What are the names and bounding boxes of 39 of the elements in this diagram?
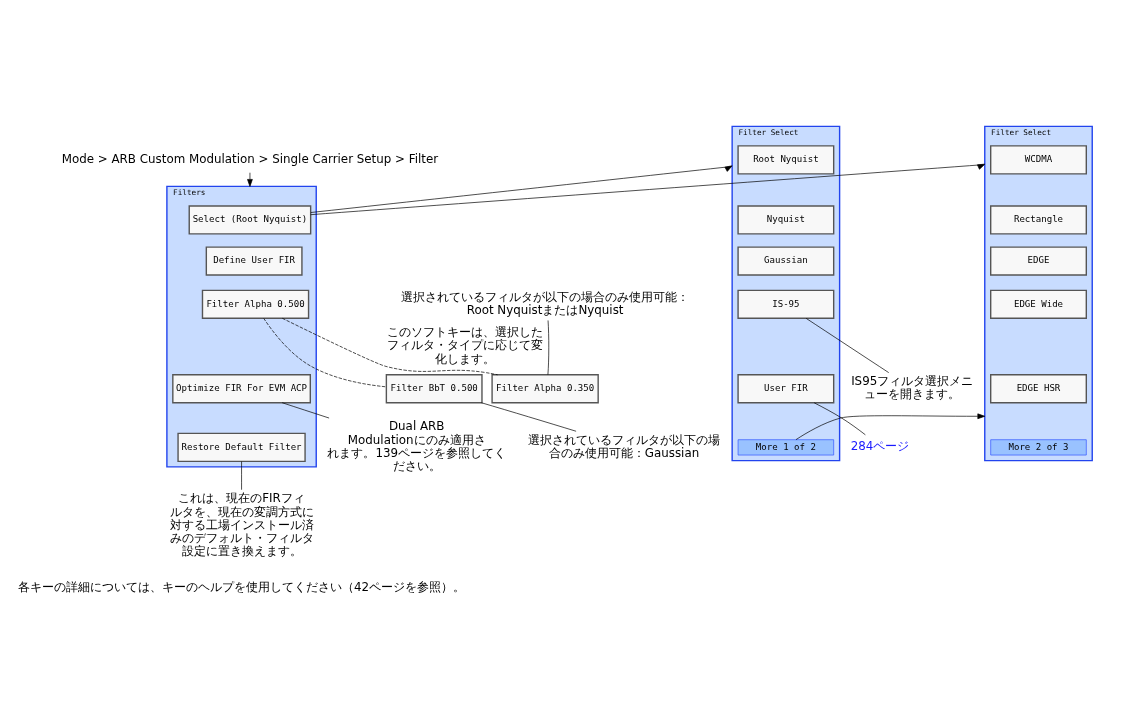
node-box: Nyquist [737,205,835,235]
arrow [310,165,733,213]
node-text: 選択されているフィルタが以下の場合のみ使用可能：Gaussian [527,432,720,460]
label: 各キーの詳細については、キーのヘルプを使用してください（42ページを参照）。 [18,579,466,594]
connector [805,318,890,373]
node-box: Root Nyquist [737,145,835,175]
node-box: EDGE [990,246,1087,276]
node-box: Select (Root Nyquist) [188,205,312,235]
node-box: Restore Default Filter [177,432,306,463]
node-box: Filter Alpha 0.350 [491,374,599,404]
connector [282,317,498,376]
node-box: Optimize FIR For EVM ACP [172,374,311,404]
node-text: 284ページ [850,439,910,454]
connector [263,318,387,388]
connector [481,402,577,432]
node-box: Filter BbT 0.500 [385,374,483,404]
node-box: Rectangle [990,205,1087,235]
node-box: WCDMA [990,145,1087,175]
node-text: IS95フィルタ選択メニューを開きます。 [851,373,974,402]
connector [547,320,550,375]
node-box: User FIR [737,374,835,404]
node-box: More 2 of 3 [990,439,1087,456]
node-text: Dual ARB Modulationにのみ適用されます。139ページを参照してください。 [327,419,507,474]
edge-label: このソフトキーは、選択したフィルタ・タイプに応じて変化します。 [386,325,543,366]
node-box: More 1 of 2 [737,439,835,456]
arrow [247,172,253,187]
arrow [310,163,986,215]
node-text: Mode > ARB Custom Modulation > Single Carrier Setup > Filter [61,151,439,166]
node-text: 選択されているフィルタが以下の場合のみ使用可能：Root NyquistまたはNyquist [401,289,690,317]
node-text: これは、現在のFIRフィルタを、現在の変調方式に対する工場インストール済みのデフォルト・フィルタ設定に置き換えます。 [169,491,314,559]
node-box: EDGE HSR [990,374,1087,404]
node-box: Define User FIR [205,246,303,276]
node-box: EDGE Wide [990,289,1087,319]
node-box: Filter Alpha 0.500 [201,289,310,319]
arrow [795,413,986,441]
node-box: Gaussian [737,246,835,276]
connector [813,402,866,436]
node-box: IS-95 [737,289,835,319]
connector [241,461,242,491]
